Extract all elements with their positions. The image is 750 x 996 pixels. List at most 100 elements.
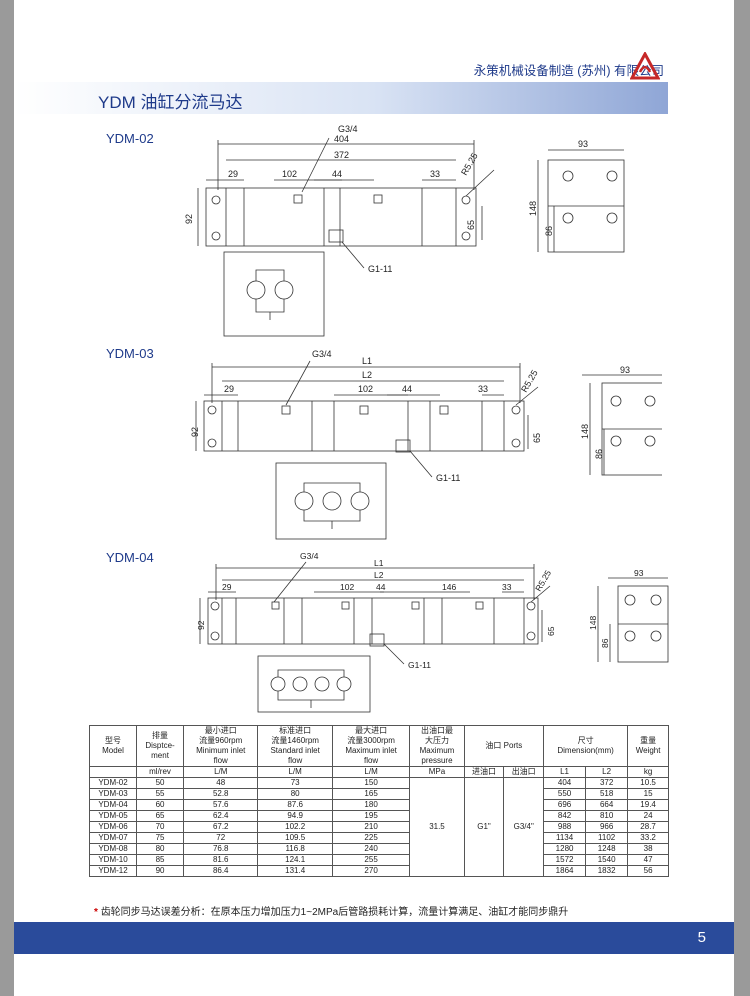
footer-bar: 5 bbox=[14, 922, 734, 954]
cell-std: 73 bbox=[257, 777, 333, 789]
dim-c: 44 bbox=[402, 384, 412, 394]
dim-a: 29 bbox=[228, 169, 238, 179]
cell-min: 67.2 bbox=[183, 821, 259, 833]
cell-min: 81.6 bbox=[183, 854, 259, 866]
cell-kg: 10.5 bbox=[627, 777, 669, 789]
dim-b: 102 bbox=[282, 169, 297, 179]
cell-max: 240 bbox=[331, 843, 411, 855]
cell-max: 165 bbox=[331, 788, 411, 800]
dim-height: 92 bbox=[184, 214, 194, 224]
dim-port-out: G1-11 bbox=[436, 473, 460, 483]
cell-min: 72 bbox=[183, 832, 259, 844]
cell-l1: 1134 bbox=[543, 832, 587, 844]
cell-max: 225 bbox=[331, 832, 411, 844]
cell-disp: 90 bbox=[136, 865, 185, 877]
cell-disp: 60 bbox=[136, 799, 185, 811]
dim-height: 92 bbox=[190, 427, 200, 437]
dim-total: L1 bbox=[362, 356, 372, 366]
page-title: YDM 油缸分流马达 bbox=[98, 93, 243, 112]
cell-std: 102.2 bbox=[257, 821, 333, 833]
cell-l1: 1280 bbox=[543, 843, 587, 855]
col-ports: 油口 Ports bbox=[463, 725, 545, 767]
cell-l2: 518 bbox=[585, 788, 629, 800]
dim-b: 102 bbox=[340, 582, 354, 592]
dim-h2: 65 bbox=[466, 220, 476, 230]
drawing-ydm04: G3/4 L1 L2 29 102 44 146 33 R5.25 92 65 … bbox=[196, 551, 669, 713]
cell-l2: 966 bbox=[585, 821, 629, 833]
cell-max: 195 bbox=[331, 810, 411, 822]
cell-min: 86.4 bbox=[183, 865, 259, 877]
cell-kg: 19.4 bbox=[627, 799, 669, 811]
dim-inner: L2 bbox=[362, 370, 372, 380]
cell-inlet: G1" bbox=[463, 777, 505, 877]
dim-inner: L2 bbox=[374, 570, 384, 580]
cell-model: YDM-03 bbox=[88, 788, 138, 800]
dim-c: 44 bbox=[376, 582, 386, 592]
dim-e: 146 bbox=[442, 582, 456, 592]
cell-outlet: G3/4" bbox=[503, 777, 545, 877]
cell-l2: 1102 bbox=[585, 832, 629, 844]
cell-disp: 65 bbox=[136, 810, 185, 822]
cell-kg: 15 bbox=[627, 788, 669, 800]
cell-l1: 1864 bbox=[543, 865, 587, 877]
title-bar: YDM 油缸分流马达 bbox=[14, 82, 668, 114]
cell-max: 210 bbox=[331, 821, 411, 833]
dim-c: 44 bbox=[332, 169, 342, 179]
cell-l1: 1572 bbox=[543, 854, 587, 866]
cell-model: YDM-12 bbox=[88, 865, 138, 877]
side-h2: 86 bbox=[544, 226, 554, 236]
cell-l2: 1832 bbox=[585, 865, 629, 877]
cell-l2: 664 bbox=[585, 799, 629, 811]
cell-kg: 33.2 bbox=[627, 832, 669, 844]
cell-l2: 810 bbox=[585, 810, 629, 822]
side-width: 93 bbox=[634, 568, 644, 578]
cell-std: 87.6 bbox=[257, 799, 333, 811]
dim-radius: R5.25 bbox=[533, 568, 553, 593]
dim-radius: R5.25 bbox=[459, 151, 480, 177]
side-height: 148 bbox=[588, 616, 598, 630]
drawing-ydm02: G3/4 404 372 29 102 44 33 R5.25 92 65 G1… bbox=[184, 124, 625, 337]
dim-port-in: G3/4 bbox=[300, 551, 319, 561]
cell-std: 80 bbox=[257, 788, 333, 800]
cell-l1: 988 bbox=[543, 821, 587, 833]
cell-disp: 55 bbox=[136, 788, 185, 800]
cell-model: YDM-05 bbox=[88, 810, 138, 822]
side-h2: 86 bbox=[594, 449, 604, 459]
cell-disp: 85 bbox=[136, 854, 185, 866]
cell-kg: 56 bbox=[627, 865, 669, 877]
dim-d: 33 bbox=[430, 169, 440, 179]
dim-inner: 372 bbox=[334, 150, 349, 160]
cell-max: 270 bbox=[331, 865, 411, 877]
cell-kg: 47 bbox=[627, 854, 669, 866]
cell-max: 180 bbox=[331, 799, 411, 811]
cell-min: 57.6 bbox=[183, 799, 259, 811]
footnote: * 齿轮同步马达误差分析：在原本压力增加压力1~2MPa后管路损耗计算，流量计算… bbox=[94, 907, 569, 918]
cell-model: YDM-07 bbox=[88, 832, 138, 844]
cell-max: 150 bbox=[331, 777, 411, 789]
side-height: 148 bbox=[580, 424, 590, 439]
dim-port-in: G3/4 bbox=[338, 124, 358, 134]
dim-total: L1 bbox=[374, 558, 384, 568]
dim-h2: 65 bbox=[532, 433, 542, 443]
cell-model: YDM-06 bbox=[88, 821, 138, 833]
dim-total: 404 bbox=[334, 134, 349, 144]
side-h2: 86 bbox=[600, 638, 610, 648]
catalog-page: 永策机械设备制造 (苏州) 有限公司 YDM 油缸分流马达 YDM-02 bbox=[14, 0, 734, 996]
cell-model: YDM-04 bbox=[88, 799, 138, 811]
cell-std: 94.9 bbox=[257, 810, 333, 822]
dim-a: 29 bbox=[224, 384, 234, 394]
cell-pressure: 31.5 bbox=[409, 777, 465, 877]
side-width: 93 bbox=[578, 139, 588, 149]
